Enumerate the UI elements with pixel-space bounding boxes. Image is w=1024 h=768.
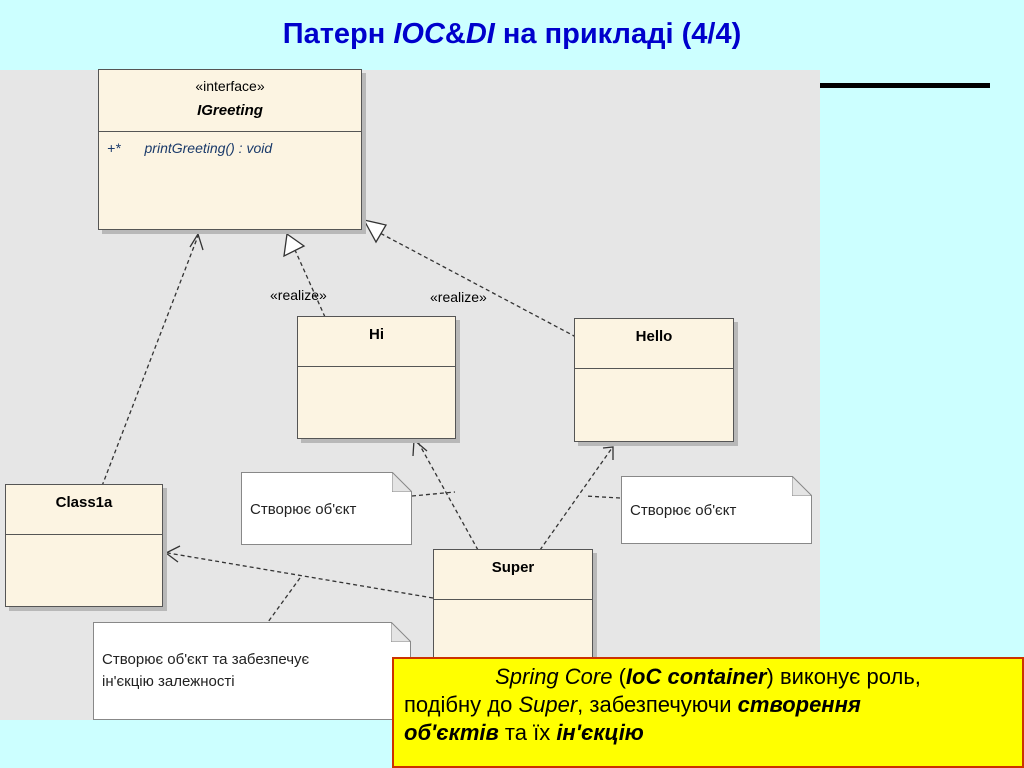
igreeting-operation: +* printGreeting() : void (99, 132, 361, 156)
hello-class-name: Hello (635, 328, 673, 345)
note-creates-object-left: Створює об'єкт (241, 472, 412, 545)
note-right-fold (792, 476, 812, 496)
callout-super: Super (518, 692, 578, 717)
callout-line3: об'єктів та їх ін'єкцію (404, 719, 1012, 747)
hi-class-box: Hi (297, 316, 456, 439)
class1a-class-box: Class1a (5, 484, 163, 607)
callout-injection: ін'єкцію (556, 720, 644, 745)
spring-core-callout: Spring Core (IoC container) виконує роль… (392, 657, 1024, 768)
note-right-link (584, 495, 621, 499)
note-left-fold (392, 472, 412, 492)
callout-objects: об'єктів (404, 720, 499, 745)
title-ioc: IOC (393, 18, 445, 50)
callout-line2: подібну до Super, забезпечуючи створення (404, 691, 1012, 719)
callout-ioc-container: IoC container (625, 664, 767, 689)
super-hi-arrowhead (412, 438, 428, 457)
callout-providing-text: , забезпечуючи (577, 692, 738, 717)
realize-hello-line (377, 231, 577, 338)
super-class-box: Super (433, 549, 593, 659)
title-suffix: на прикладі (4/4) (494, 18, 742, 50)
realize-label-hello: «realize» (430, 289, 487, 305)
class1a-class-name: Class1a (55, 494, 113, 511)
realize-hi-arrowhead (283, 232, 306, 258)
hello-header: Hello (575, 319, 733, 369)
hi-class-name: Hi (369, 326, 384, 343)
title-underline (820, 83, 990, 88)
callout-creation: створення (737, 692, 861, 717)
note-bottom-line1: Створює об'єкт та забезпечує (102, 651, 310, 668)
callout-paren-open: ( (612, 664, 626, 689)
note-bottom-fold (391, 622, 411, 642)
note-left-text: Створює об'єкт (250, 501, 357, 518)
super-class1a-arrowhead (164, 545, 181, 563)
super-class-name: Super (491, 559, 535, 576)
hi-header: Hi (298, 317, 455, 367)
title-prefix: Патерн (282, 18, 394, 50)
dependency-super-class1a-line (167, 552, 434, 599)
note-creates-and-injects: Створює об'єкт та забезпечує ін'єкцію за… (93, 622, 411, 720)
note-creates-object-right: Створює об'єкт (621, 476, 812, 544)
class1a-header: Class1a (6, 485, 162, 535)
igreeting-header: «interface» IGreeting (99, 70, 361, 132)
operation-visibility: +* (107, 140, 121, 156)
callout-role-text: ) виконує роль, (766, 664, 921, 689)
dependency-super-hi-line (417, 441, 479, 551)
callout-and-their: та їх (498, 720, 557, 745)
callout-line1: Spring Core (IoC container) виконує роль… (404, 663, 1012, 691)
dependency-super-hello-line (539, 447, 613, 551)
callout-spring-core: Spring Core (495, 664, 613, 689)
realize-label-hi: «realize» (270, 287, 327, 303)
realize-hello-arrowhead (362, 219, 388, 244)
igreeting-interface-box: «interface» IGreeting +* printGreeting()… (98, 69, 362, 230)
note-right-text: Створює об'єкт (630, 502, 737, 519)
note-bottom-line2: ін'єкцію залежності (102, 673, 235, 690)
callout-similar-text: подібну до (404, 692, 519, 717)
title-amp: & (444, 18, 466, 50)
super-hello-arrowhead (602, 446, 614, 460)
note-bottom-link (267, 577, 301, 623)
realize-hi-line (294, 249, 326, 318)
slide-title: Патерн IOC&DI на прикладі (4/4) (0, 18, 1024, 51)
interface-stereotype: «interface» (195, 78, 265, 94)
title-di: DI (465, 18, 495, 50)
super-header: Super (434, 550, 592, 600)
operation-signature: printGreeting() : void (144, 140, 273, 156)
hello-class-box: Hello (574, 318, 734, 442)
note-left-link (411, 491, 456, 497)
class1a-igreeting-arrowhead (189, 232, 204, 251)
igreeting-name: IGreeting (197, 102, 263, 119)
dependency-class1a-igreeting-line (101, 235, 199, 487)
